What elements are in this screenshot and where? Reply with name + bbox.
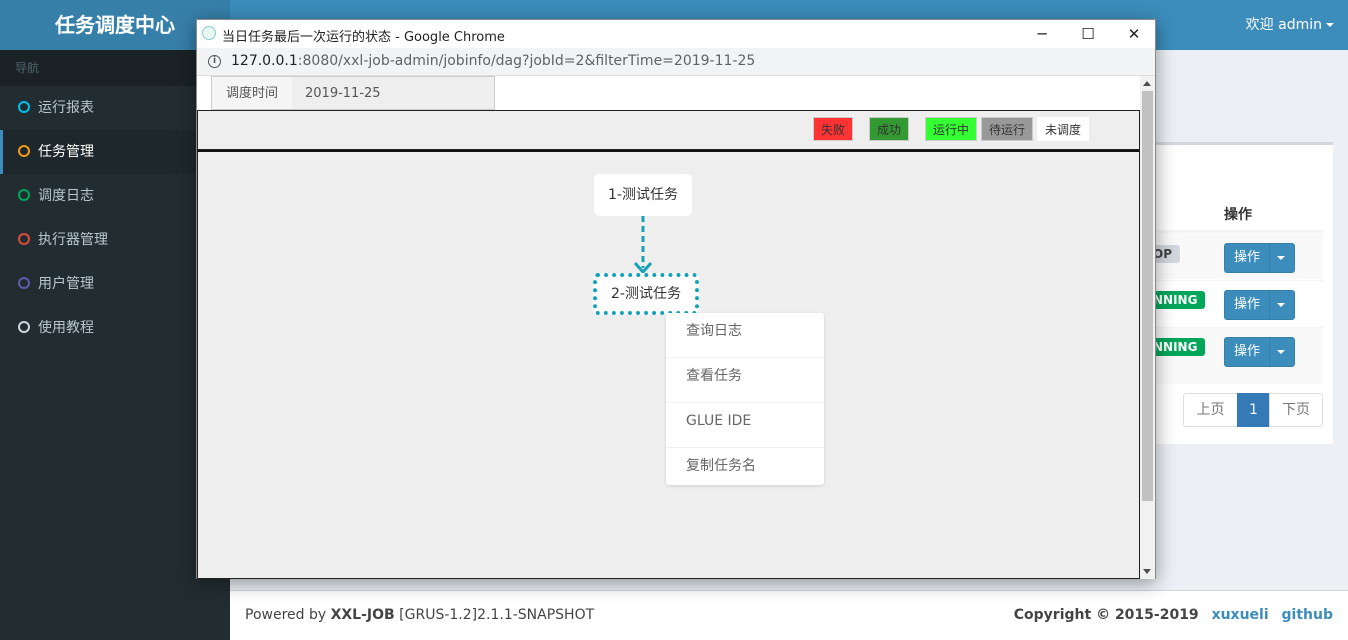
- pagination-current[interactable]: 1: [1237, 393, 1270, 427]
- status-legend: 失败 成功 运行中 待运行 未调度: [197, 110, 1140, 150]
- table-row: NNING 操作: [1145, 327, 1323, 384]
- status-badge: NNING: [1145, 291, 1206, 309]
- circle-icon: [18, 321, 30, 333]
- dag-edge: [633, 216, 653, 275]
- popup-window: 当日任务最后一次运行的状态 - Google Chrome ─ ☐ ✕ i 12…: [196, 19, 1156, 579]
- table-row: OP 操作: [1145, 232, 1323, 279]
- table-header: 操作: [1155, 194, 1323, 232]
- brand-text: XXL-JOB: [330, 607, 395, 623]
- url-path: :8080/xxl-job-admin/jobinfo/dag?jobId=2&…: [297, 53, 756, 69]
- sidebar-item-label: 用户管理: [38, 276, 94, 292]
- window-titlebar[interactable]: 当日任务最后一次运行的状态 - Google Chrome ─ ☐ ✕: [197, 20, 1155, 48]
- url-text[interactable]: 127.0.0.1:8080/xxl-job-admin/jobinfo/dag…: [231, 53, 755, 69]
- close-icon[interactable]: ✕: [1127, 25, 1141, 43]
- menu-item-glue-ide[interactable]: GLUE IDE: [666, 403, 824, 448]
- version-text: [GRUS-1.2]2.1.1-SNAPSHOT: [394, 607, 595, 623]
- sidebar-item-report[interactable]: 运行报表: [0, 86, 230, 130]
- footer: Powered by XXL-JOB [GRUS-1.2]2.1.1-SNAPS…: [230, 590, 1348, 640]
- table-row: NNING 操作: [1145, 280, 1323, 327]
- caret-down-icon: [1277, 303, 1285, 307]
- caret-down-icon: [1277, 350, 1285, 354]
- op-dropdown-button[interactable]: 操作: [1224, 290, 1295, 320]
- nav-header: 导航: [0, 50, 230, 86]
- scroll-up-icon[interactable]: [1143, 81, 1151, 86]
- op-button-label: 操作: [1225, 338, 1270, 366]
- op-dropdown-button[interactable]: 操作: [1224, 243, 1295, 273]
- copyright-text: Copyright © 2015-2019: [1013, 607, 1199, 623]
- sidebar-item-label: 执行器管理: [38, 232, 108, 248]
- sidebar-item-jobinfo[interactable]: 任务管理: [0, 130, 230, 174]
- app-logo[interactable]: 任务调度中心: [0, 0, 230, 50]
- user-menu[interactable]: 欢迎 admin: [1246, 0, 1334, 50]
- footer-copyright: Copyright © 2015-2019 xuxueli github: [1014, 607, 1333, 623]
- sidebar-item-help[interactable]: 使用教程: [0, 306, 230, 350]
- sidebar-item-label: 运行报表: [38, 100, 94, 116]
- footer-powered: Powered by XXL-JOB [GRUS-1.2]2.1.1-SNAPS…: [245, 607, 594, 623]
- chrome-page-icon: [202, 26, 216, 40]
- circle-icon: [18, 145, 30, 157]
- url-host: 127.0.0.1: [231, 53, 298, 69]
- menu-item-query-log[interactable]: 查询日志: [666, 313, 824, 358]
- powered-text: Powered by: [245, 607, 331, 623]
- welcome-text: 欢迎 admin: [1245, 17, 1322, 33]
- circle-icon: [18, 233, 30, 245]
- window-title: 当日任务最后一次运行的状态 - Google Chrome: [222, 30, 505, 45]
- minimize-icon[interactable]: ─: [1037, 25, 1047, 43]
- dag-canvas[interactable]: 1-测试任务 2-测试任务 查询日志 查看任务 GLUE IDE 复制任务名: [197, 150, 1140, 579]
- sidebar: 导航 运行报表 任务管理 调度日志 执行器管理 用户管理 使用教程: [0, 50, 230, 640]
- footer-link-author[interactable]: xuxueli: [1211, 607, 1269, 623]
- sidebar-item-users[interactable]: 用户管理: [0, 262, 230, 306]
- circle-icon: [18, 101, 30, 113]
- scroll-down-icon[interactable]: [1143, 569, 1151, 574]
- info-icon[interactable]: i: [208, 55, 221, 68]
- pagination-next[interactable]: 下页: [1269, 393, 1323, 427]
- arrow-head-icon: [633, 262, 653, 275]
- filter-time-input[interactable]: 2019-11-25: [292, 76, 495, 110]
- legend-failed: 失败: [813, 117, 854, 141]
- address-bar[interactable]: i 127.0.0.1:8080/xxl-job-admin/jobinfo/d…: [197, 48, 1155, 76]
- menu-item-view-job[interactable]: 查看任务: [666, 358, 824, 403]
- dag-node-1[interactable]: 1-测试任务: [594, 174, 692, 216]
- footer-link-github[interactable]: github: [1281, 607, 1333, 623]
- op-button-label: 操作: [1225, 244, 1270, 272]
- circle-icon: [18, 189, 30, 201]
- dag-page: 调度时间 2019-11-25 失败 成功 运行中 待运行 未调度 1-测试任务…: [197, 76, 1140, 579]
- node-context-menu: 查询日志 查看任务 GLUE IDE 复制任务名: [666, 313, 824, 485]
- sidebar-item-executor[interactable]: 执行器管理: [0, 218, 230, 262]
- scroll-thumb[interactable]: [1142, 91, 1153, 501]
- sidebar-item-label: 使用教程: [38, 320, 94, 336]
- legend-not-scheduled: 未调度: [1037, 117, 1090, 141]
- vertical-scrollbar[interactable]: [1140, 76, 1155, 579]
- sidebar-item-joblog[interactable]: 调度日志: [0, 174, 230, 218]
- status-badge: NNING: [1145, 338, 1206, 356]
- circle-icon: [18, 277, 30, 289]
- legend-success: 成功: [869, 117, 910, 141]
- caret-down-icon: [1326, 23, 1334, 27]
- legend-pending: 待运行: [981, 117, 1034, 141]
- op-dropdown-button[interactable]: 操作: [1224, 337, 1295, 367]
- op-column-header: 操作: [1224, 207, 1252, 223]
- op-button-label: 操作: [1225, 291, 1270, 319]
- sidebar-item-label: 调度日志: [38, 188, 94, 204]
- sidebar-item-label: 任务管理: [38, 144, 94, 160]
- menu-item-copy-name[interactable]: 复制任务名: [686, 458, 756, 474]
- dag-node-2[interactable]: 2-测试任务: [593, 273, 699, 315]
- maximize-icon[interactable]: ☐: [1081, 25, 1095, 43]
- legend-running: 运行中: [925, 117, 978, 141]
- pagination-prev[interactable]: 上页: [1183, 393, 1238, 427]
- filter-time-label: 调度时间: [211, 76, 293, 110]
- caret-down-icon: [1277, 256, 1285, 260]
